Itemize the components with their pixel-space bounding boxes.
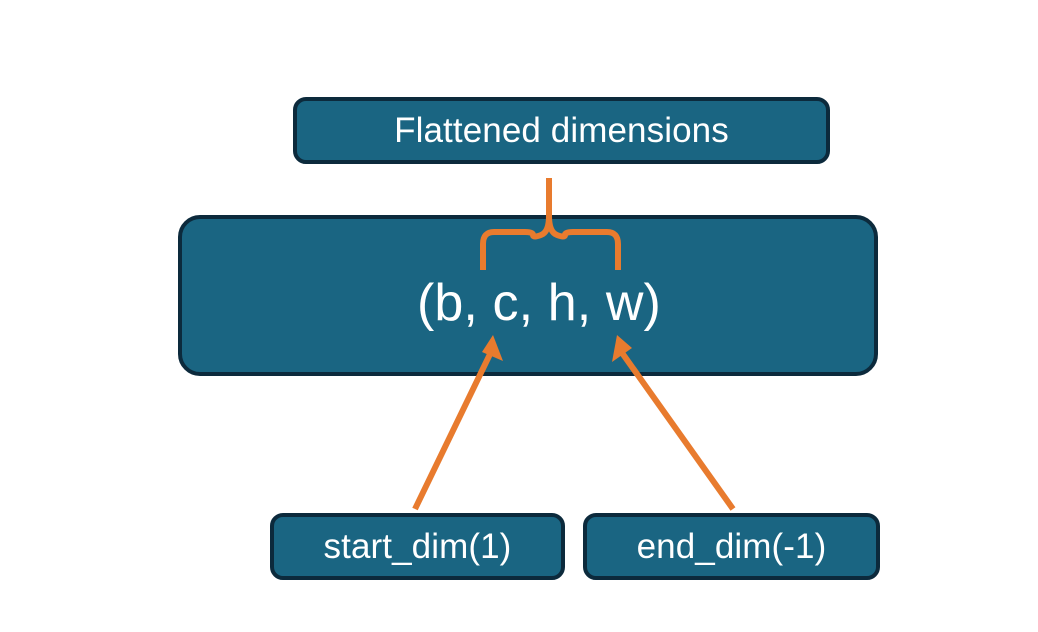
start-dim-label: start_dim(1) <box>323 526 512 566</box>
tensor-shape-box[interactable]: (b, c, h, w) <box>178 215 878 376</box>
end-dim-label: end_dim(-1) <box>636 526 827 566</box>
flattened-dimensions-box[interactable]: Flattened dimensions <box>293 97 830 164</box>
end-dim-box[interactable]: end_dim(-1) <box>583 513 880 580</box>
flattened-dimensions-label: Flattened dimensions <box>394 110 729 150</box>
tensor-shape-label: (b, c, h, w) <box>417 274 661 332</box>
start-dim-box[interactable]: start_dim(1) <box>270 513 565 580</box>
